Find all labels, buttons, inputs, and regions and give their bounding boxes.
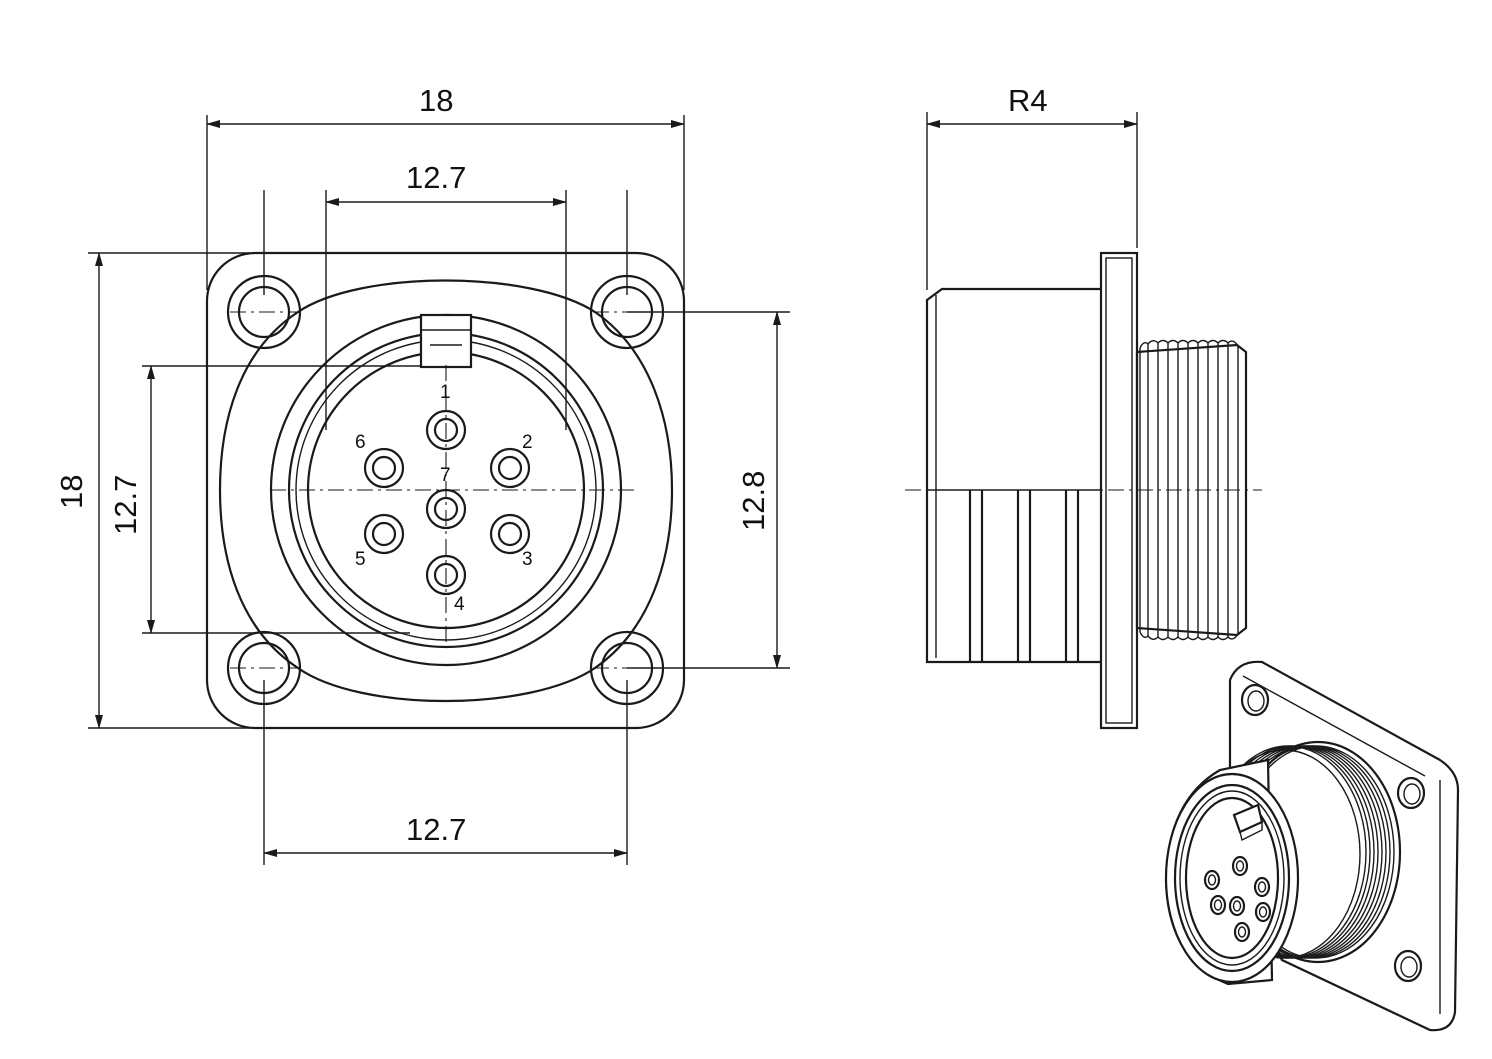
contact-pins — [363, 409, 531, 596]
pin-labels: 1 2 3 4 5 6 7 — [355, 382, 533, 615]
pin-7 — [425, 488, 467, 530]
iso-pins — [1203, 855, 1272, 943]
pin-label-2: 2 — [522, 432, 533, 453]
pin-3 — [489, 513, 531, 555]
pin-label-4: 4 — [454, 594, 465, 615]
iso-key — [1232, 803, 1264, 842]
pin-label-5: 5 — [355, 549, 366, 570]
dim-front-height: 18 — [54, 475, 89, 509]
side-view: R4 — [905, 83, 1262, 730]
pin-6 — [363, 447, 405, 489]
front-extension-lines — [88, 115, 790, 865]
dim-side-depth: R4 — [1008, 83, 1048, 118]
pin-4 — [425, 554, 467, 596]
dim-front-width: 18 — [419, 83, 453, 118]
isometric-view — [1164, 660, 1460, 1032]
dim-insert-height: 12.8 — [736, 471, 771, 531]
pin-label-7: 7 — [440, 465, 451, 486]
key-notch — [419, 313, 473, 369]
iso-mount-holes — [1240, 683, 1426, 983]
pin-label-3: 3 — [522, 549, 533, 570]
pin-label-1: 1 — [440, 382, 451, 403]
dim-hole-spacing-top: 12.7 — [406, 160, 466, 195]
square-flange — [205, 251, 686, 730]
dim-hole-spacing-left: 12.7 — [108, 475, 143, 535]
front-center-lines — [230, 311, 661, 669]
pin-1 — [425, 409, 467, 451]
pin-label-6: 6 — [355, 432, 366, 453]
dim-hole-spacing-bottom: 12.7 — [406, 812, 466, 847]
front-dimension-lines — [95, 120, 781, 857]
pin-2 — [489, 447, 531, 489]
front-view: 1 2 3 4 5 6 7 18 12.7 12.7 18 12.7 12.8 — [54, 83, 790, 865]
pin-5 — [363, 513, 405, 555]
side-body — [925, 287, 1105, 664]
